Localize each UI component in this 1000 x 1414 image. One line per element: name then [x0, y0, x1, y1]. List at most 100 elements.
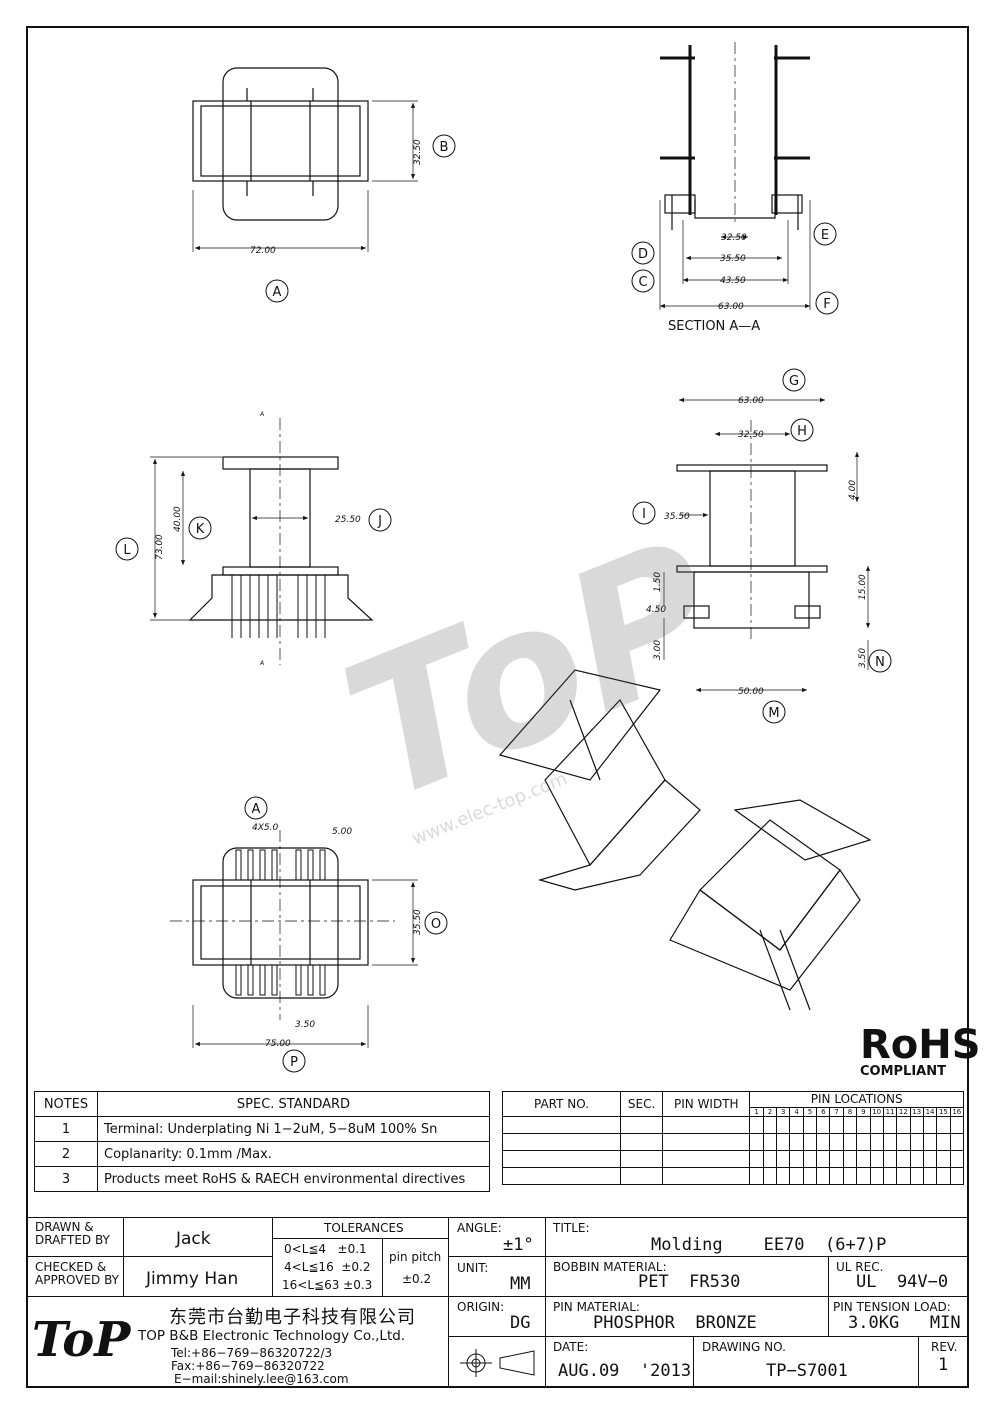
svg-text:C: C [638, 275, 647, 290]
title-block: DRAWN & DRAFTED BY Jack CHECKED & APPROV… [26, 1217, 969, 1388]
svg-text:D: D [638, 247, 648, 262]
pin-number: 16 [949, 1106, 965, 1118]
side-view [150, 418, 374, 665]
angle-label: ANGLE: [457, 1221, 502, 1235]
dim-side-2: 25.50 [335, 515, 361, 525]
ref-bubble-d: D [631, 241, 655, 265]
ref-bubble-k: K [188, 516, 212, 540]
ref-bubble-c: C [631, 269, 655, 293]
section-view [659, 42, 811, 310]
bottom-view [170, 830, 418, 1048]
svg-text:G: G [789, 374, 799, 389]
ref-bubble-h: H [790, 418, 814, 442]
ref-bubble-l: L [115, 537, 139, 561]
top-view [192, 67, 418, 252]
pin-number: 6 [816, 1106, 831, 1118]
svg-text:F: F [823, 297, 830, 312]
company-name-cn: 东莞市台勤电子科技有限公司 [169, 1307, 416, 1328]
bobbin-material-label: BOBBIN MATERIAL: [553, 1260, 667, 1274]
dim-section-1: 32.50 [721, 233, 747, 243]
note-text: Terminal: Underplating Ni 1−2uM, 5−8uM 1… [97, 1116, 490, 1142]
angle: ±1° [503, 1235, 534, 1255]
ref-bubble-a-bottom: A [244, 796, 268, 820]
rohs-mark: RoHS COMPLIANT [860, 1022, 981, 1079]
date-label: DATE: [553, 1340, 589, 1354]
ref-bubble-j: J [368, 508, 392, 532]
svg-text:A: A [273, 285, 282, 300]
drawing-no: TP−S7001 [766, 1361, 848, 1381]
svg-text:K: K [196, 522, 205, 537]
sec-header: SEC. [620, 1091, 664, 1117]
section-mark-top: A [259, 411, 264, 418]
ref-bubble-f: F [815, 291, 839, 315]
pin-number: 5 [802, 1106, 818, 1118]
svg-text:B: B [440, 140, 449, 155]
unit-label: UNIT: [457, 1261, 489, 1275]
tolerance-row: 0<L≦4 ±0.1 [284, 1242, 367, 1256]
pin-material-label: PIN MATERIAL: [553, 1300, 640, 1314]
dim-top-width: 72.00 [250, 246, 276, 256]
drawn-by-label: DRAWN & DRAFTED BY [35, 1220, 110, 1247]
checked-by-label: CHECKED & APPROVED BY [35, 1260, 120, 1287]
svg-text:L: L [123, 543, 131, 558]
origin: DG [510, 1313, 531, 1333]
isometric-view-1 [498, 669, 701, 891]
part-no-header: PART NO. [501, 1091, 622, 1117]
ref-bubble-o: O [424, 911, 448, 935]
note-text: Products meet RoHS & RAECH environmental… [97, 1166, 490, 1192]
note-text: Coplanarity: 0.1mm /Max. [97, 1141, 490, 1167]
unit: MM [510, 1274, 531, 1294]
front-view [663, 397, 871, 693]
pin-tension-label: PIN TENSION LOAD: [833, 1300, 951, 1314]
pin-pitch: ±0.2 [402, 1272, 432, 1286]
notes-header: NOTES [34, 1091, 98, 1117]
drawn-by: Jack [176, 1229, 211, 1249]
drawing-area: ToP B&B www.elec-top.com 72.00 32.50 32.… [115, 42, 981, 1079]
dim-bottom-2: 35.50 [413, 909, 423, 935]
tolerances-label: TOLERANCES [324, 1221, 404, 1235]
ref-bubble-m: M [762, 700, 786, 724]
dim-bottom-0: 4X5.0 [252, 823, 278, 833]
svg-text:J: J [377, 514, 382, 529]
pin-tension: 3.0KG MIN [848, 1313, 961, 1333]
note-no: 1 [34, 1116, 98, 1142]
dim-front-9: 50.00 [738, 687, 764, 697]
watermark: ToP B&B www.elec-top.com [318, 499, 748, 850]
dim-section-4: 63.00 [718, 302, 744, 312]
dim-front-0: 63.00 [738, 396, 764, 406]
company-logo: ToP [32, 1312, 131, 1368]
pin-number: 7 [829, 1106, 844, 1118]
spec-header: SPEC. STANDARD [97, 1091, 490, 1117]
svg-text:N: N [875, 655, 885, 670]
pin-locations-header: PIN LOCATIONS [749, 1091, 964, 1108]
svg-text:H: H [797, 424, 807, 439]
rohs-text: RoHS [860, 1022, 981, 1068]
pin-material: PHOSPHOR BRONZE [593, 1313, 757, 1333]
company-tel: Tel:+86−769−86320722/3 [171, 1346, 333, 1360]
svg-text:A: A [252, 802, 261, 817]
dim-front-2: 35.50 [664, 512, 690, 522]
dim-bottom-3: 3.50 [295, 1020, 315, 1030]
ref-bubble-e: E [813, 222, 837, 246]
dim-section-2: 35.50 [720, 254, 746, 264]
dim-side-1: 73.00 [155, 534, 165, 560]
pin-number: 2 [762, 1106, 778, 1118]
rev-label: REV. [931, 1340, 958, 1354]
dim-front-5: 4.50 [646, 605, 666, 615]
projection-symbol-icon [460, 1349, 535, 1377]
dim-section-3: 43.50 [720, 276, 746, 286]
company-email: E−mail:shinely.lee@163.com [174, 1372, 349, 1386]
pin-width-header: PIN WIDTH [662, 1091, 751, 1117]
pin-number: 11 [882, 1106, 898, 1118]
pin-pitch-label: pin pitch [389, 1250, 442, 1264]
pin-number: 14 [922, 1106, 938, 1118]
title-label: TITLE: [553, 1221, 590, 1235]
dim-front-4: 1.50 [653, 572, 663, 592]
svg-text:E: E [821, 228, 829, 243]
svg-text:I: I [642, 507, 646, 522]
drawing-no-label: DRAWING NO. [702, 1340, 786, 1354]
ref-bubble-i: I [632, 501, 656, 525]
